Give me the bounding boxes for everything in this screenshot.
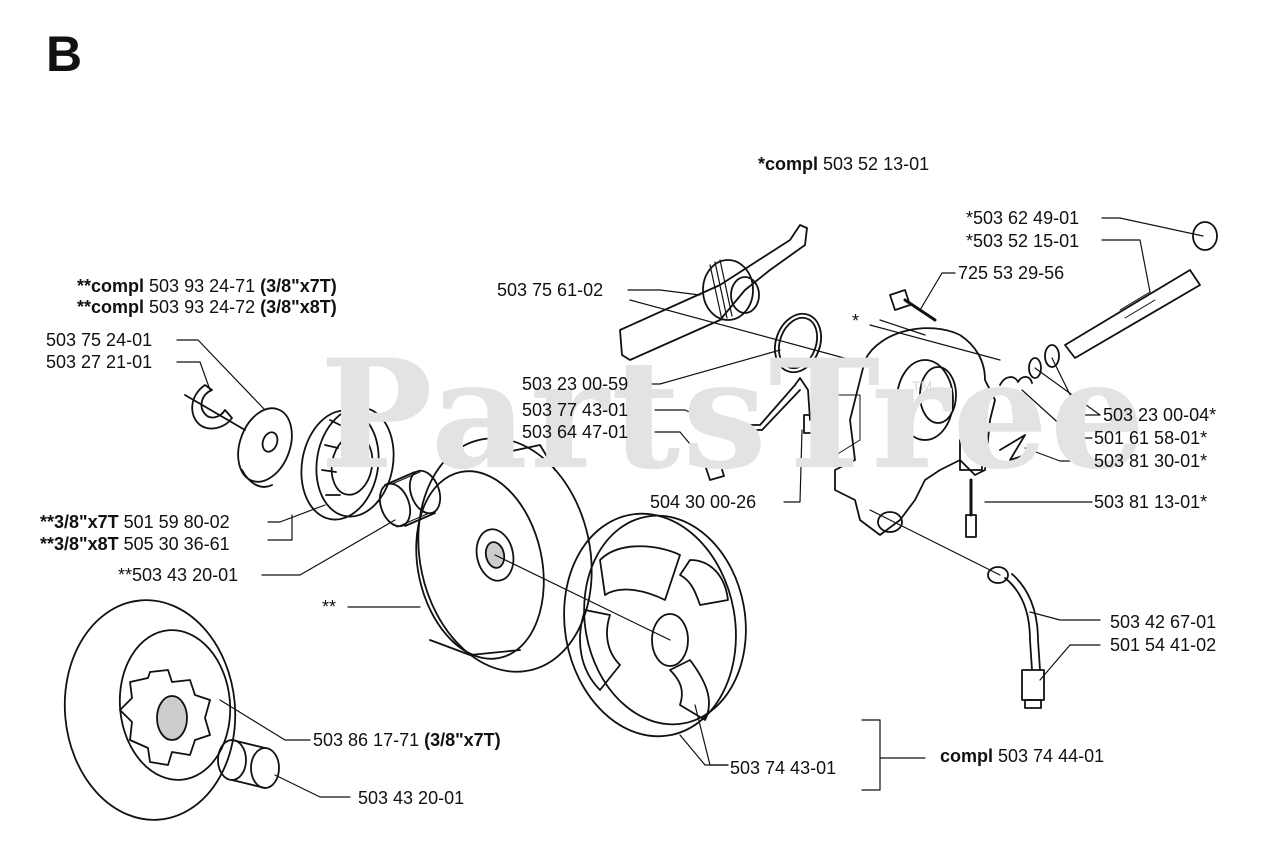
label-503426701: 503 42 67-01 (1110, 612, 1217, 632)
watermark-tm: TM (912, 378, 933, 394)
label-503756102: 503 75 61-02 (497, 280, 604, 300)
label-501615801: 501 61 58-01* (1094, 428, 1208, 448)
label-503813001: 503 81 30-01* (1094, 451, 1208, 471)
adjuster-screw-part (965, 478, 977, 538)
label-503230004: 503 23 00-04* (1103, 405, 1217, 425)
drive-sprocket-part (63, 599, 237, 821)
oil-tube-part (704, 377, 861, 481)
label-503432001-star: **503 43 20-01 (118, 565, 239, 585)
pump-worm-gear-part (619, 224, 808, 361)
label-compl-8t: **compl 503 93 24-72 (3/8"x8T) (77, 297, 337, 317)
label-503752401: 503 75 24-01 (46, 330, 153, 350)
label-compl-top: *compl 503 52 13-01 (758, 154, 930, 174)
watermark: PartsTree (320, 327, 1148, 503)
hook-part (999, 434, 1036, 461)
screw-part (889, 289, 937, 322)
label-503644701: 503 64 47-01 (522, 422, 629, 442)
label-503744301: 503 74 43-01 (730, 758, 837, 778)
label-503230059: 503 23 00-59 (522, 374, 629, 394)
axis-lines (494, 299, 1001, 641)
needle-bearing-lower-part (217, 739, 280, 789)
label-503272101: 503 27 21-01 (46, 352, 153, 372)
pump-shaft-part (999, 221, 1218, 386)
label-725532956: 725 53 29-56 (958, 263, 1065, 283)
label-503811301: 503 81 13-01* (1094, 492, 1208, 512)
rim-sprocket-part (300, 406, 395, 521)
clip-washer-part (184, 384, 246, 431)
needle-bearing-part (378, 469, 442, 528)
label-503432001: 503 43 20-01 (358, 788, 465, 808)
flat-washer-part (237, 407, 293, 488)
label-star2: ** (322, 597, 337, 617)
oil-pump-housing-part (834, 327, 996, 536)
label-compl-7t: **compl 503 93 24-71 (3/8"x7T) (77, 276, 337, 296)
section-letter: B (46, 26, 83, 82)
label-7t: **3/8"x7T 501 59 80-02 (40, 512, 230, 532)
label-504300026: 504 30 00-26 (650, 492, 757, 512)
label-503521501: *503 52 15-01 (966, 231, 1080, 251)
label-503861771: 503 86 17-71 (3/8"x7T) (313, 730, 501, 750)
label-8t: **3/8"x8T 505 30 36-61 (40, 534, 230, 554)
label-503624901: *503 62 49-01 (966, 208, 1080, 228)
leader-lines (176, 217, 1204, 798)
oil-hose-part (987, 566, 1045, 709)
label-501544102: 501 54 41-02 (1110, 635, 1217, 655)
label-503774301: 503 77 43-01 (522, 400, 629, 420)
label-compl-clutch: compl 503 74 44-01 (940, 746, 1105, 766)
label-star1: * (852, 311, 860, 331)
clutch-assembly-part (563, 512, 747, 738)
